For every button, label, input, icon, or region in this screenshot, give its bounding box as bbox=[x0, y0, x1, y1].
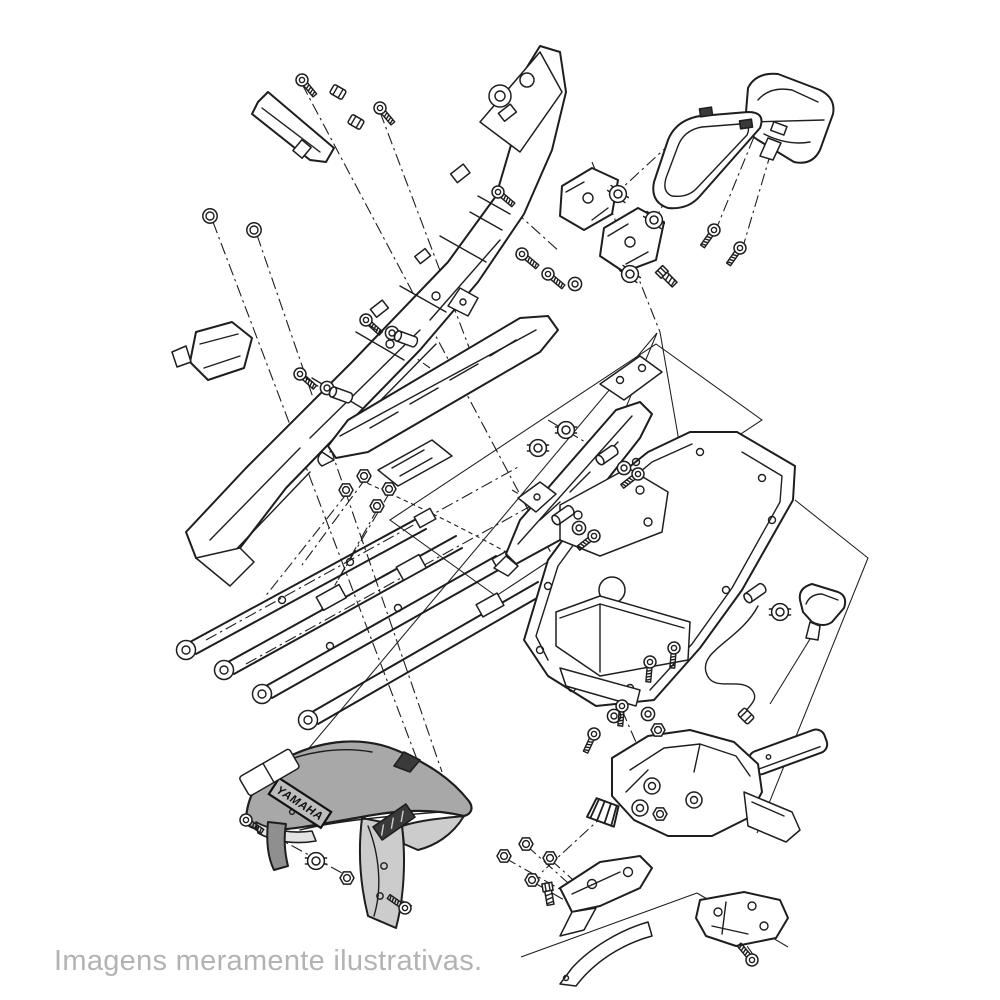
grommet bbox=[304, 851, 328, 871]
license-light-housing bbox=[798, 583, 847, 641]
side-decal bbox=[372, 803, 416, 841]
caption: Imagens meramente ilustrativas. bbox=[54, 945, 483, 977]
screw bbox=[512, 244, 542, 273]
nut bbox=[339, 871, 355, 885]
nut bbox=[496, 849, 512, 863]
inner-fender-tray bbox=[523, 431, 796, 707]
blank-sticker bbox=[239, 748, 300, 797]
right-mount-rail bbox=[493, 401, 653, 577]
fender-decal: YAMAHA bbox=[267, 776, 333, 830]
nut bbox=[518, 837, 534, 851]
screw bbox=[722, 238, 750, 269]
washer bbox=[571, 520, 587, 536]
nut bbox=[652, 807, 668, 821]
clip-nut bbox=[328, 83, 348, 101]
bolt bbox=[654, 264, 679, 289]
grommet bbox=[526, 438, 550, 458]
tail-light bbox=[744, 72, 835, 164]
cap-bolt bbox=[246, 222, 262, 238]
screw bbox=[356, 310, 386, 339]
screw bbox=[733, 940, 762, 970]
clip-nut bbox=[346, 113, 366, 131]
license-light-cable bbox=[704, 605, 759, 715]
rear-mudguard bbox=[611, 729, 801, 843]
screw bbox=[579, 725, 603, 756]
screw bbox=[290, 364, 320, 393]
nut bbox=[650, 723, 666, 737]
nut bbox=[542, 851, 558, 865]
screw bbox=[696, 220, 724, 251]
nut bbox=[338, 483, 354, 497]
frame-rails bbox=[175, 507, 545, 731]
washer bbox=[616, 460, 632, 476]
spacer bbox=[741, 581, 769, 605]
nut bbox=[369, 499, 385, 513]
washer bbox=[567, 276, 583, 292]
nut bbox=[356, 469, 372, 483]
screw bbox=[292, 70, 321, 100]
front-fender: YAMAHA bbox=[239, 740, 473, 929]
tail-light-gasket bbox=[652, 106, 763, 210]
left-mount-rail bbox=[317, 315, 559, 467]
screw bbox=[538, 264, 568, 293]
rubber-bushing bbox=[586, 796, 622, 828]
subframe-crossbar bbox=[251, 91, 335, 163]
cap-bolt bbox=[202, 208, 218, 224]
grommet bbox=[554, 420, 578, 440]
lower-brackets bbox=[559, 855, 789, 987]
seat-bracket-plate bbox=[171, 321, 253, 381]
washer bbox=[640, 706, 656, 722]
nut bbox=[381, 482, 397, 496]
rear-subframe bbox=[185, 45, 567, 587]
center-brackets bbox=[377, 287, 663, 513]
connector bbox=[736, 706, 756, 726]
bulb-socket bbox=[768, 602, 792, 622]
nut bbox=[524, 873, 540, 887]
